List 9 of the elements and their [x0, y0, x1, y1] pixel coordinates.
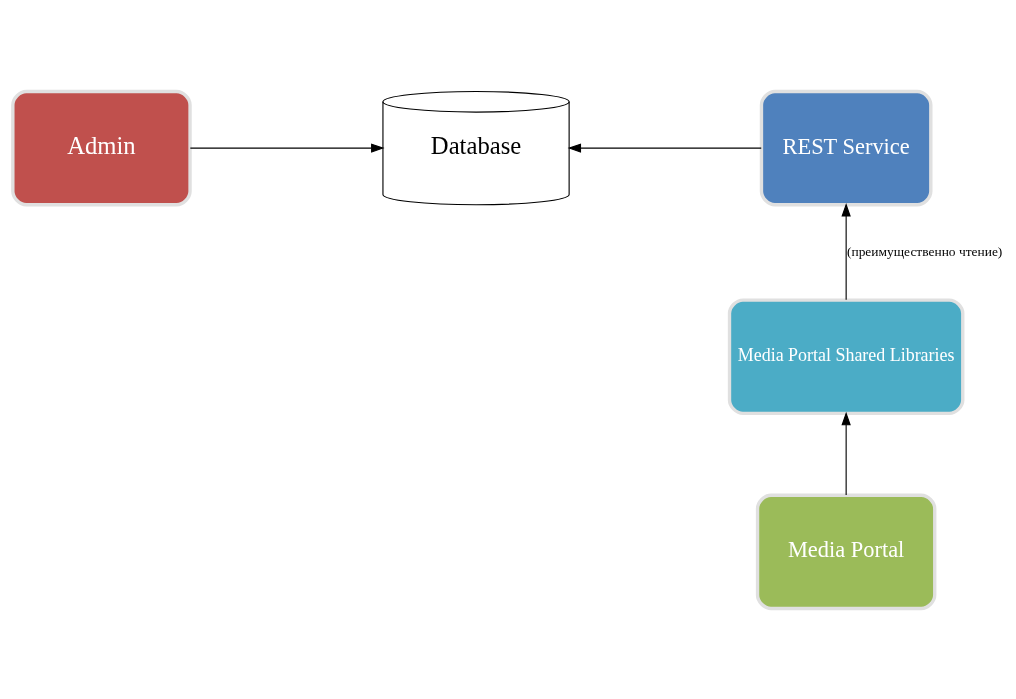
node-box: Media Portal Shared Libraries [727, 297, 965, 415]
edge-label: (преимущественно чтение) [846, 243, 1003, 259]
node-box: REST Service [759, 89, 933, 206]
arrow [841, 411, 851, 495]
arrow [567, 142, 762, 153]
arrow [189, 142, 385, 153]
arrow [841, 202, 851, 300]
node-box: Admin [11, 89, 192, 206]
node-box: Media Portal [755, 493, 937, 610]
